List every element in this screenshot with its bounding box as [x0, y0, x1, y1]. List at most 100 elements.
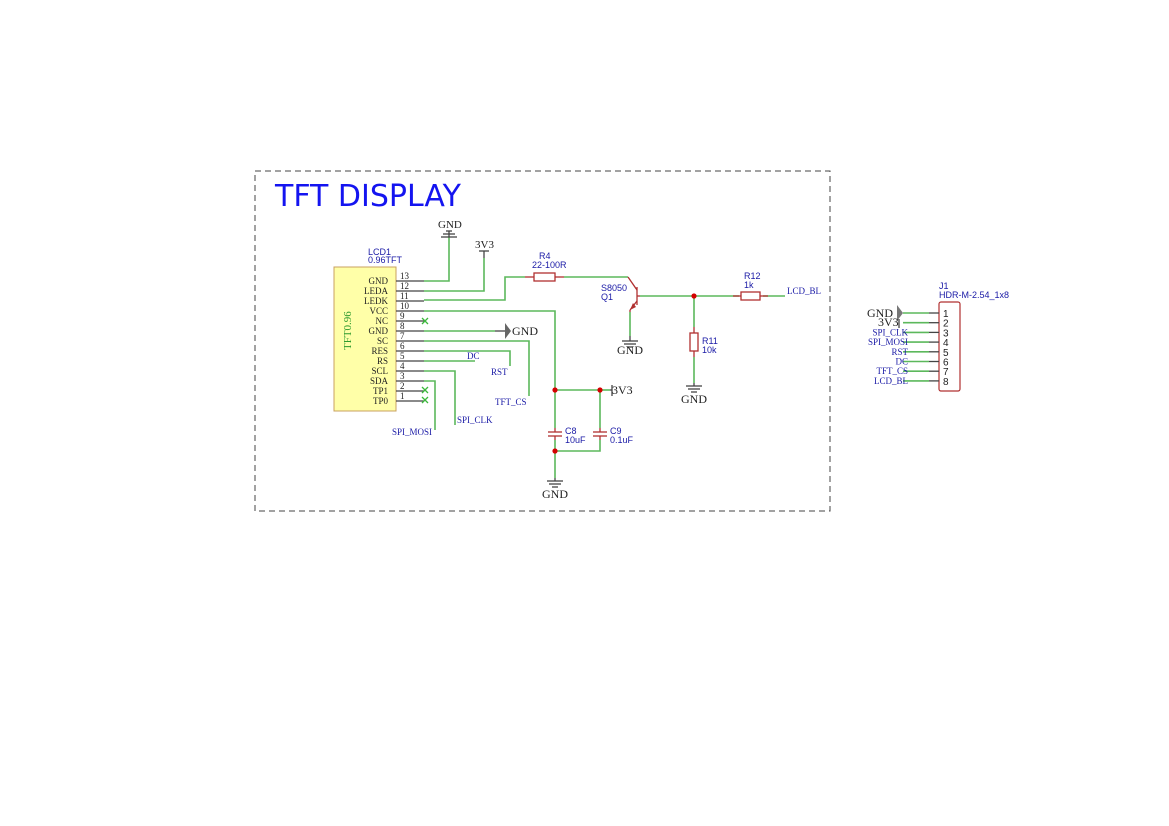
lcd-pin-number: 8: [400, 321, 405, 331]
no-connect-nc: [421, 317, 429, 325]
wire-cap-top: [555, 389, 601, 428]
lcd-pin-number: 6: [400, 341, 405, 351]
net-label-spi-clk: SPI_CLK: [457, 415, 493, 425]
net-label-lcd-bl: LCD_BL: [787, 286, 821, 296]
sheet-title: TFT DISPLAY: [274, 179, 462, 214]
lcd-pin-name: TP0: [373, 396, 389, 406]
no-connect-tp1: [421, 386, 429, 394]
wire-tft-cs: [424, 340, 530, 396]
gnd-label: GND: [867, 306, 893, 320]
junction-dot: [552, 448, 558, 454]
c9-ref: C9: [610, 426, 622, 436]
wire-c9-bot: [555, 440, 601, 452]
r4-value: 22-100R: [532, 260, 567, 270]
lcd-pin-number: 7: [400, 331, 405, 341]
lcd-pin-name: SDA: [370, 376, 389, 386]
transistor-q1[interactable]: S8050 Q1: [601, 276, 640, 312]
j1-pin-number: 2: [943, 319, 949, 330]
junctions: [552, 293, 697, 454]
j1-body: [938, 301, 961, 392]
no-connect-tp0: [421, 396, 429, 404]
header-j1[interactable]: J1 HDR-M-2.54_1x8 123 SPI_CLK 4 SPI_MOSI 5 RS…: [867, 281, 1009, 392]
q1-ref: Q1: [601, 292, 613, 302]
gnd-label: GND: [438, 219, 462, 231]
net-label-dc: DC: [467, 351, 480, 361]
j1-pin-number: 3: [943, 328, 949, 339]
sheet-frame: [254, 170, 831, 512]
resistor-r4[interactable]: R4 22-100R: [525, 251, 567, 282]
j1-net-label: DC: [895, 357, 908, 367]
3v3-label: 3V3: [475, 239, 494, 251]
gnd-symbol-pin8: GND: [495, 323, 538, 339]
lcd-body[interactable]: [333, 266, 397, 412]
3v3-label: 3V3: [878, 315, 899, 329]
lcd-pin-number: 13: [400, 271, 410, 281]
lcd-pin-number: 10: [400, 301, 410, 311]
gnd-label: GND: [512, 324, 538, 338]
gnd-label: GND: [617, 343, 643, 357]
lcd-pin-name: SC: [377, 336, 388, 346]
lcd-pin-name: SCL: [371, 366, 388, 376]
r11-ref: R11: [702, 336, 718, 346]
j1-pin-number: 8: [943, 377, 949, 388]
lcd-body-label: TFT0.96: [342, 311, 354, 350]
3v3-symbol-leda: 3V3: [475, 239, 494, 258]
net-label-spi-mosi: SPI_MOSI: [392, 427, 432, 437]
wire-rst: [424, 350, 511, 366]
j1-net-label: RST: [891, 347, 908, 357]
j1-net-label: LCD_BL: [874, 376, 908, 386]
lcd-pin-name: TP1: [373, 386, 388, 396]
junction-dot: [597, 387, 603, 393]
c8-ref: C8: [565, 426, 577, 436]
lcd-pin-number: 11: [400, 291, 409, 301]
wire-ledk-r4: [424, 276, 525, 301]
lcd-pin-number: 2: [400, 381, 405, 391]
capacitor-c9[interactable]: C9 0.1uF: [593, 426, 634, 445]
c9-value: 0.1uF: [610, 435, 634, 445]
gnd-symbol-lcd: GND: [438, 219, 462, 238]
emitter-arrow-icon: [630, 303, 636, 310]
lcd-pin-name: RES: [371, 346, 388, 356]
c8-value: 10uF: [565, 435, 586, 445]
r4-ref: R4: [539, 251, 551, 261]
j1-pin-number: 4: [943, 338, 949, 349]
r12-ref: R12: [744, 271, 761, 281]
lcd-pin-name: GND: [369, 276, 389, 286]
no-connect-markers: [421, 317, 429, 404]
gnd-symbol-r11: GND: [681, 383, 707, 406]
junction-dot: [691, 293, 697, 299]
lcd-pin-number: 1: [400, 391, 405, 401]
j1-pin-number: 5: [943, 348, 949, 359]
capacitor-c8[interactable]: C8 10uF: [548, 426, 586, 445]
lcd-pin-name: NC: [375, 316, 388, 326]
lcd-pin-name: RS: [377, 356, 388, 366]
j1-pin-number: 7: [943, 367, 949, 378]
wire-spi-mosi: [424, 380, 436, 430]
3v3-label: 3V3: [612, 383, 633, 397]
resistor-r11[interactable]: R11 10k: [689, 327, 718, 357]
gnd-symbol-caps: GND: [542, 478, 568, 501]
j1-ref: J1: [939, 281, 949, 291]
gnd-symbol-q1: GND: [617, 336, 643, 357]
net-label-tft-cs: TFT_CS: [495, 397, 527, 407]
3v3-symbol-cap: 3V3: [610, 383, 633, 397]
j1-value: HDR-M-2.54_1x8: [939, 290, 1009, 300]
gnd-label: GND: [681, 392, 707, 406]
resistor-r12[interactable]: R12 1k: [733, 271, 768, 301]
lcd-value: 0.96TFT: [368, 255, 403, 265]
j1-net-label: SPI_CLK: [872, 327, 908, 337]
lcd-pin-number: 3: [400, 371, 405, 381]
wire-vcc: [424, 310, 556, 390]
j1-pin-number: 6: [943, 358, 949, 369]
lcd-ref: LCD1: [368, 247, 391, 257]
j1-pin-number: 1: [943, 309, 949, 320]
lcd-pin-name: LEDK: [364, 296, 388, 306]
lcd-pin-number: 12: [400, 281, 409, 291]
lcd-pin-number: 4: [400, 361, 405, 371]
wire-spi-clk: [424, 370, 456, 425]
j1-net-label: SPI_MOSI: [868, 337, 908, 347]
r11-value: 10k: [702, 345, 717, 355]
